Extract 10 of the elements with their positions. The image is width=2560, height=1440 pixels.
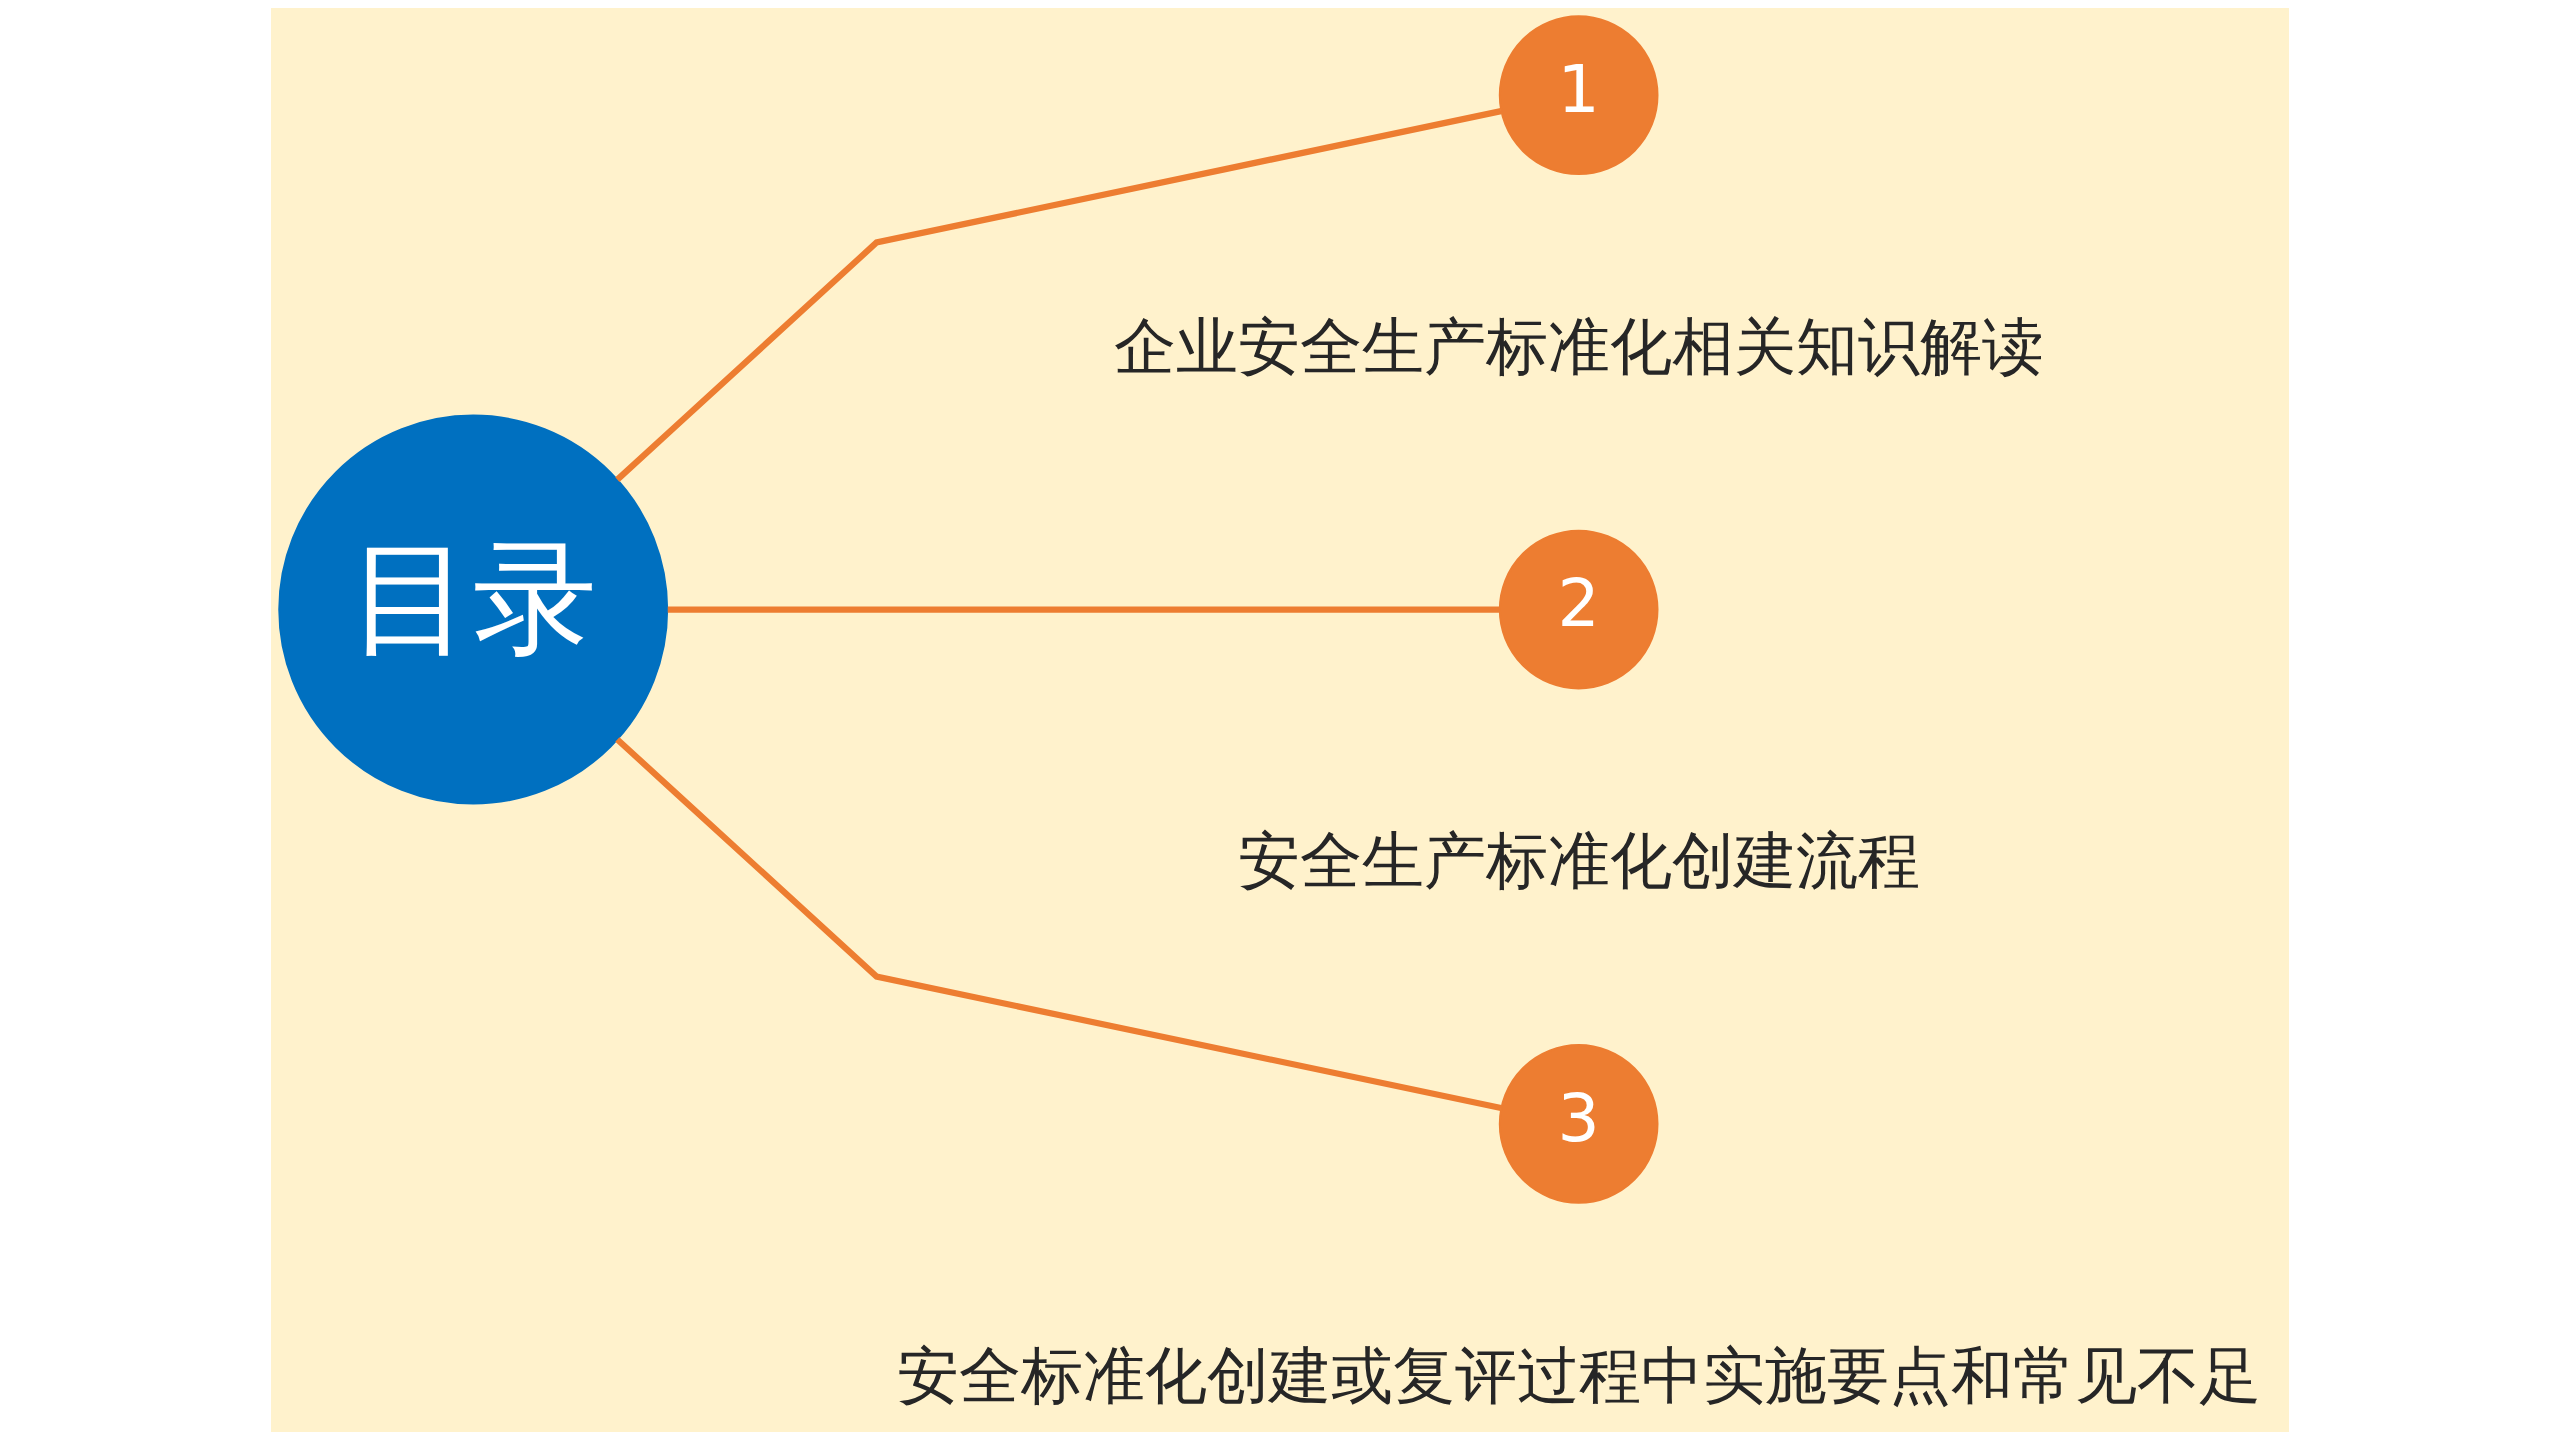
node-circle: 3 <box>1498 1044 1659 1204</box>
node-circle: 2 <box>1498 529 1659 690</box>
connector <box>615 737 1502 1112</box>
node-label: 企业安全生产标准化相关知识解读 <box>1113 309 2044 383</box>
node-label: 安全生产标准化创建流程 <box>1237 824 1920 898</box>
connector <box>667 606 1500 613</box>
connector <box>615 108 1502 482</box>
node-label: 安全标准化创建或复评过程中实施要点和常见不足 <box>896 1338 2261 1412</box>
node-circle: 目录 <box>278 414 669 805</box>
node-circle: 1 <box>1498 15 1659 176</box>
